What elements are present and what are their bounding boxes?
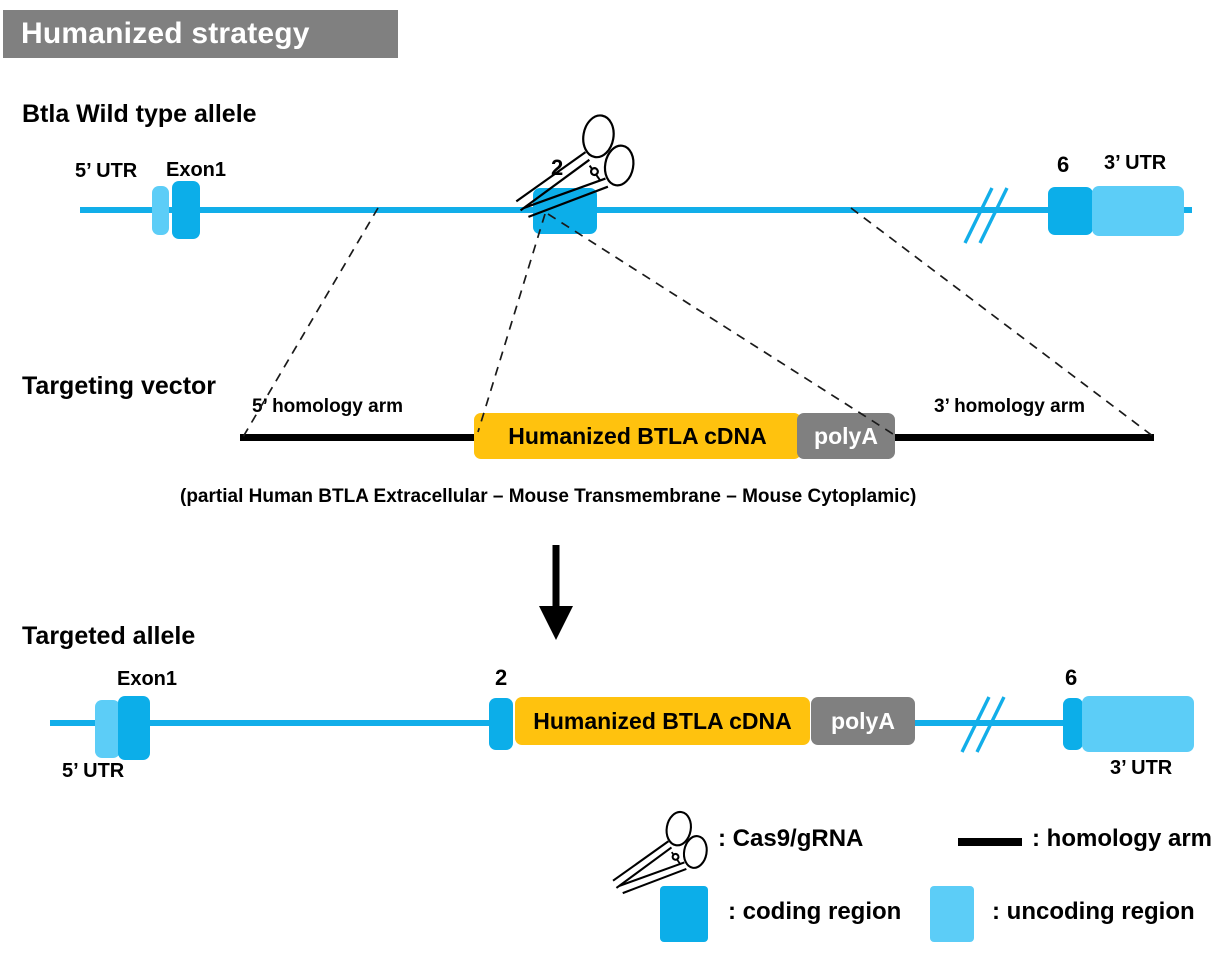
targeted-polya-box: polyA — [811, 697, 915, 745]
wildtype-exon2-box — [533, 188, 597, 234]
wildtype-exon2-label: 2 — [551, 155, 564, 180]
targeted-cdna-box: Humanized BTLA cDNA — [515, 697, 810, 745]
targeted-utr5-box — [95, 700, 120, 758]
vector-polya-label: polyA — [814, 422, 878, 449]
wildtype-utr3-label: 3’ UTR — [1104, 152, 1167, 174]
vector-cdna-label: Humanized BTLA cDNA — [508, 422, 767, 449]
vector-caption: (partial Human BTLA Extracellular – Mous… — [180, 486, 917, 507]
targeted-allele-label: Targeted allele — [22, 622, 196, 650]
targeted-exon6-label: 6 — [1065, 665, 1078, 690]
vector-cdna-box: Humanized BTLA cDNA — [474, 413, 801, 459]
targeted-utr3-box — [1082, 696, 1194, 752]
wildtype-exon1-label: Exon1 — [166, 159, 227, 181]
vector-homology5-label: 5’ homology arm — [252, 396, 403, 417]
wildtype-allele-label: Btla Wild type allele — [22, 100, 257, 128]
targeting-vector-label: Targeting vector — [22, 372, 217, 400]
vector-homology-arm-3 — [892, 434, 1154, 441]
wildtype-backbone — [80, 207, 1192, 213]
targeted-cdna-label: Humanized BTLA cDNA — [533, 707, 792, 734]
wildtype-utr5-label: 5’ UTR — [75, 160, 138, 182]
targeted-polya-label: polyA — [831, 707, 895, 734]
targeted-exon6-box — [1063, 698, 1083, 750]
vector-homology-arm-5 — [240, 434, 480, 441]
targeted-utr3-label: 3’ UTR — [1110, 757, 1173, 779]
wildtype-break-icon — [963, 187, 1009, 244]
legend-coding-label: : coding region — [728, 898, 902, 925]
legend-homology-arm-line-icon — [958, 838, 1022, 846]
down-arrow-icon — [539, 545, 573, 640]
targeted-exon2-box — [489, 698, 513, 750]
targeted-backbone-left — [50, 720, 500, 726]
targeted-exon1-box — [118, 696, 150, 760]
page-title: Humanized strategy — [21, 17, 310, 50]
dashed-line-exon2-to-cdna-right — [547, 213, 894, 435]
targeted-exon2-label: 2 — [495, 665, 508, 690]
legend-uncoding-swatch — [930, 886, 974, 942]
legend-homology-arm-label: : homology arm — [1032, 825, 1213, 852]
wildtype-exon6-label: 6 — [1057, 152, 1070, 177]
wildtype-utr3-box — [1092, 186, 1184, 236]
dashed-line-exon2-to-cdna-left — [477, 213, 546, 433]
targeted-backbone-right — [913, 720, 1065, 726]
vector-polya-box: polyA — [797, 413, 895, 459]
wildtype-exon1-box — [172, 181, 200, 239]
wildtype-utr5-box — [152, 186, 169, 235]
wildtype-exon6-box — [1048, 187, 1093, 235]
targeted-exon1-label: Exon1 — [117, 668, 178, 690]
legend-cas9-label: : Cas9/gRNA — [718, 825, 864, 852]
legend-coding-swatch — [660, 886, 708, 942]
targeted-utr5-label: 5’ UTR — [62, 760, 125, 782]
legend-uncoding-label: : uncoding region — [992, 898, 1195, 925]
page-title-banner: Humanized strategy — [3, 10, 398, 58]
vector-homology3-label: 3’ homology arm — [934, 396, 1085, 417]
